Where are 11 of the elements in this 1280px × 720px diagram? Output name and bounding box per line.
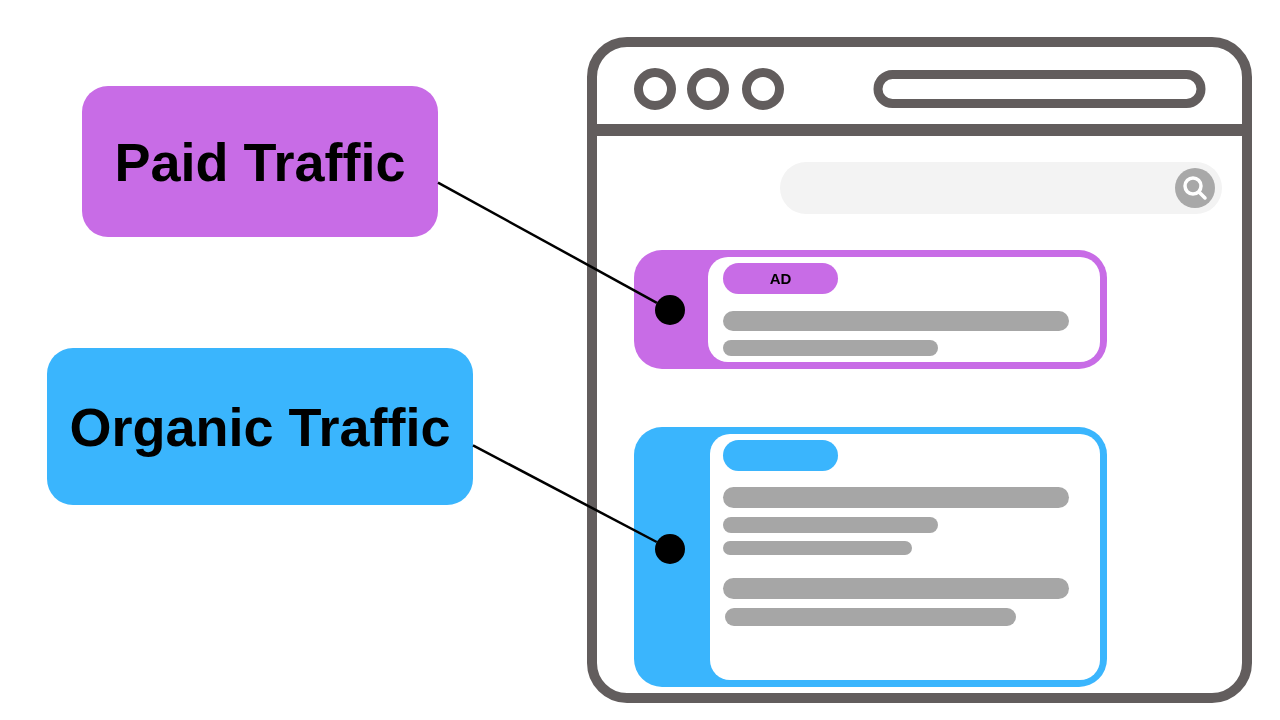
label-text: Paid Traffic bbox=[114, 134, 406, 189]
organic-result-card bbox=[634, 427, 1107, 687]
label-box bbox=[47, 348, 473, 505]
leader-line bbox=[437, 181, 658, 304]
ad-text: AD bbox=[769, 271, 792, 286]
tag-pill bbox=[723, 440, 838, 471]
label-box bbox=[82, 86, 438, 237]
browser-window bbox=[587, 37, 1252, 703]
ad-tag bbox=[723, 263, 838, 294]
leader-line bbox=[472, 444, 658, 544]
ad-result-card bbox=[634, 250, 1107, 369]
